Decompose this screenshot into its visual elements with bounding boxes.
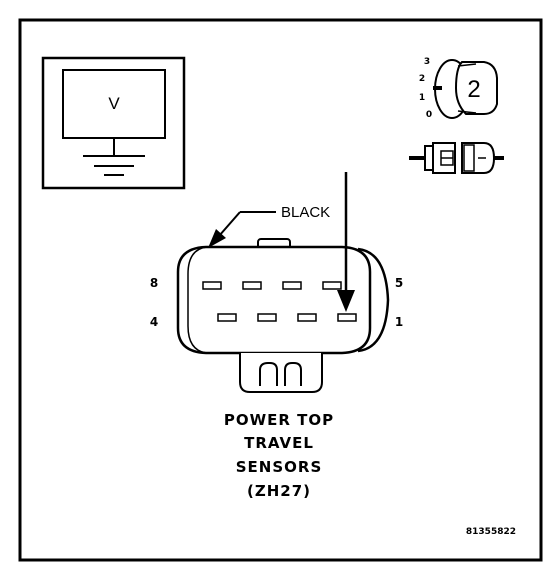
pin-label-1: 1 [395, 315, 403, 329]
pin-cavity [297, 313, 317, 322]
caption-line-3: SENSORS [236, 458, 323, 476]
ignition-selected-position: 2 [467, 76, 480, 103]
pin-label-8: 8 [150, 276, 158, 290]
ignition-pos-2: 2 [419, 74, 425, 84]
pin-cavity [202, 281, 222, 290]
pin-cavity [217, 313, 237, 322]
caption-line-1: POWER TOP [224, 411, 334, 429]
wire-leader-arrow [208, 211, 276, 248]
caption-line-2: TRAVEL [244, 434, 314, 452]
sensor-connector [176, 238, 390, 393]
pin-cavity [257, 313, 277, 322]
pin-cavity [282, 281, 302, 290]
figure-id: 81355822 [466, 527, 516, 537]
test-probe-arrow [337, 172, 355, 312]
pin-label-4: 4 [150, 315, 158, 329]
ignition-key-icon [433, 59, 498, 119]
ignition-pos-0: 0 [426, 110, 432, 120]
pin-label-5: 5 [395, 276, 403, 290]
pin-cavity [242, 281, 262, 290]
pin-cavity [322, 281, 342, 290]
meter-symbol: V [108, 94, 120, 113]
ignition-pos-3: 3 [424, 57, 430, 67]
connector-disconnected-icon [409, 142, 504, 174]
figure-frame [18, 18, 543, 562]
ignition-pos-1: 1 [419, 93, 425, 103]
wire-color-label: BLACK [281, 204, 330, 221]
pin-cavity-probed [337, 313, 357, 322]
voltmeter-icon [41, 56, 186, 190]
caption-line-4: (ZH27) [247, 482, 311, 500]
